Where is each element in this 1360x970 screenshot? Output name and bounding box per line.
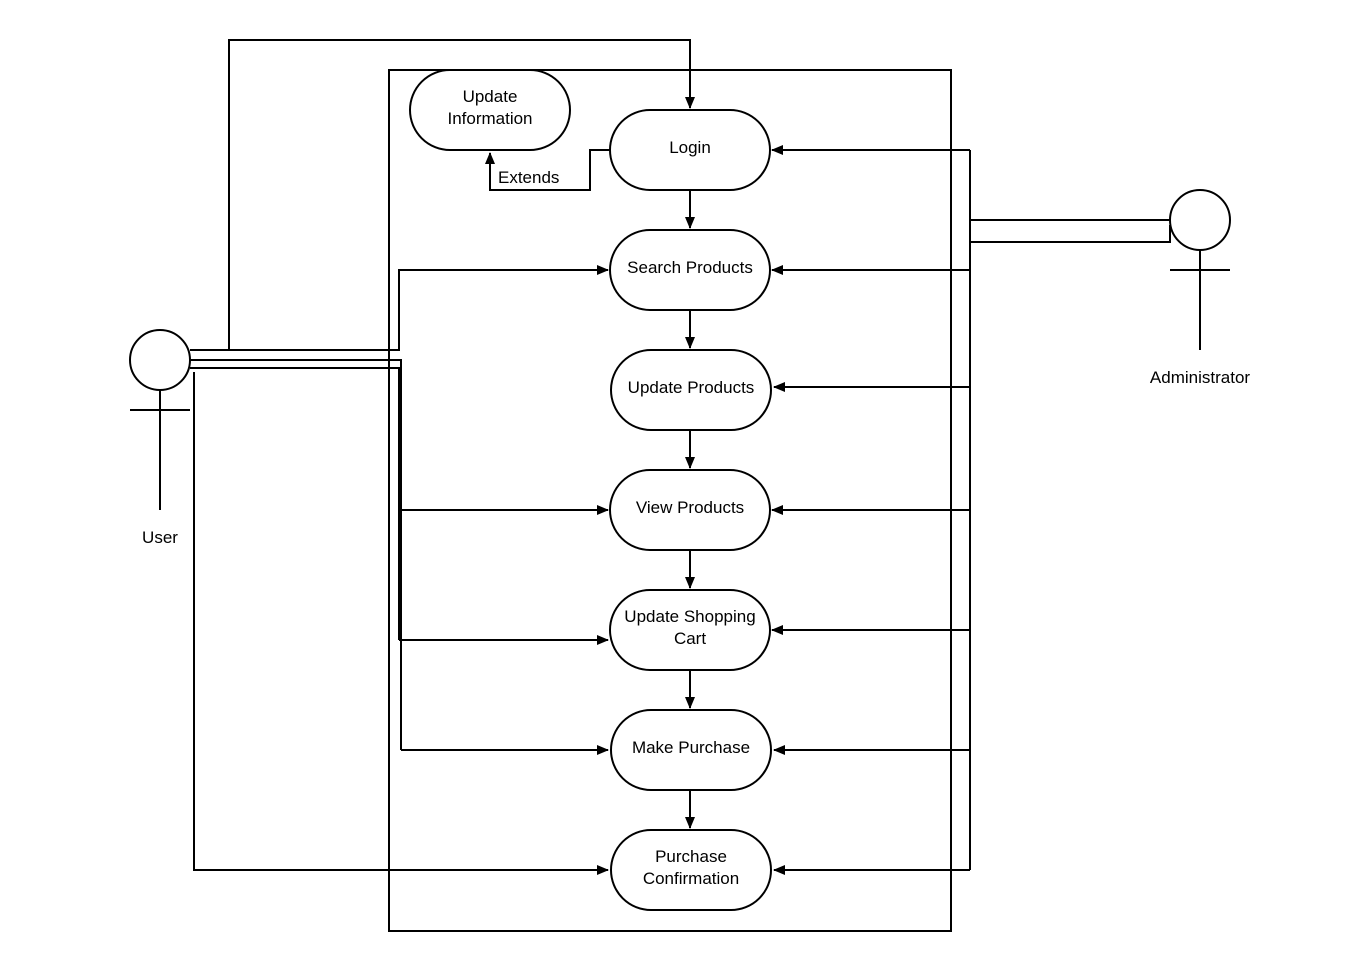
system-boundary — [388, 69, 952, 932]
user-bus-line — [190, 359, 402, 750]
use-case-view-products[interactable]: View Products — [609, 469, 771, 551]
use-case-label-line: Cart — [674, 629, 706, 648]
actor-user[interactable]: User — [129, 329, 191, 547]
extends-line — [485, 149, 610, 191]
actor-administrator-label: Administrator — [1150, 368, 1250, 387]
user-bus-line-2 — [190, 367, 400, 640]
user-search-line — [190, 265, 609, 351]
use-case-label-line: Update Shopping — [624, 607, 755, 626]
use-case-label-line: Update Products — [628, 378, 755, 397]
actor-head-icon — [129, 329, 191, 391]
actor-administrator[interactable]: Administrator — [1150, 189, 1250, 387]
user-login-line — [228, 39, 695, 350]
user-confirmation-line — [193, 372, 609, 875]
actor-head-icon — [1169, 189, 1231, 251]
use-case-label-line: View Products — [636, 498, 744, 517]
extends-label: Extends — [498, 168, 559, 187]
use-case-update-products[interactable]: Update Products — [610, 349, 772, 431]
use-case-update-shopping-cart[interactable]: Update Shopping Cart — [609, 589, 771, 671]
use-case-label-line: Purchase — [655, 847, 727, 866]
connectors — [190, 39, 1171, 875]
use-case-label-line: Login — [669, 138, 711, 157]
use-case-update-information[interactable]: Update Information — [409, 69, 571, 151]
use-case-purchase-confirmation[interactable]: Purchase Confirmation — [610, 829, 772, 911]
use-case-label-line: Search Products — [627, 258, 753, 277]
use-case-label-line: Make Purchase — [632, 738, 750, 757]
admin-line-2 — [970, 225, 1171, 243]
use-case-login[interactable]: Login — [609, 109, 771, 191]
use-case-label-line: Update — [463, 87, 518, 106]
use-case-search-products[interactable]: Search Products — [609, 229, 771, 311]
use-case-make-purchase[interactable]: Make Purchase — [610, 709, 772, 791]
use-case-label-line: Confirmation — [643, 869, 739, 888]
actor-user-label: User — [142, 528, 178, 547]
use-case-label-line: Information — [447, 109, 532, 128]
